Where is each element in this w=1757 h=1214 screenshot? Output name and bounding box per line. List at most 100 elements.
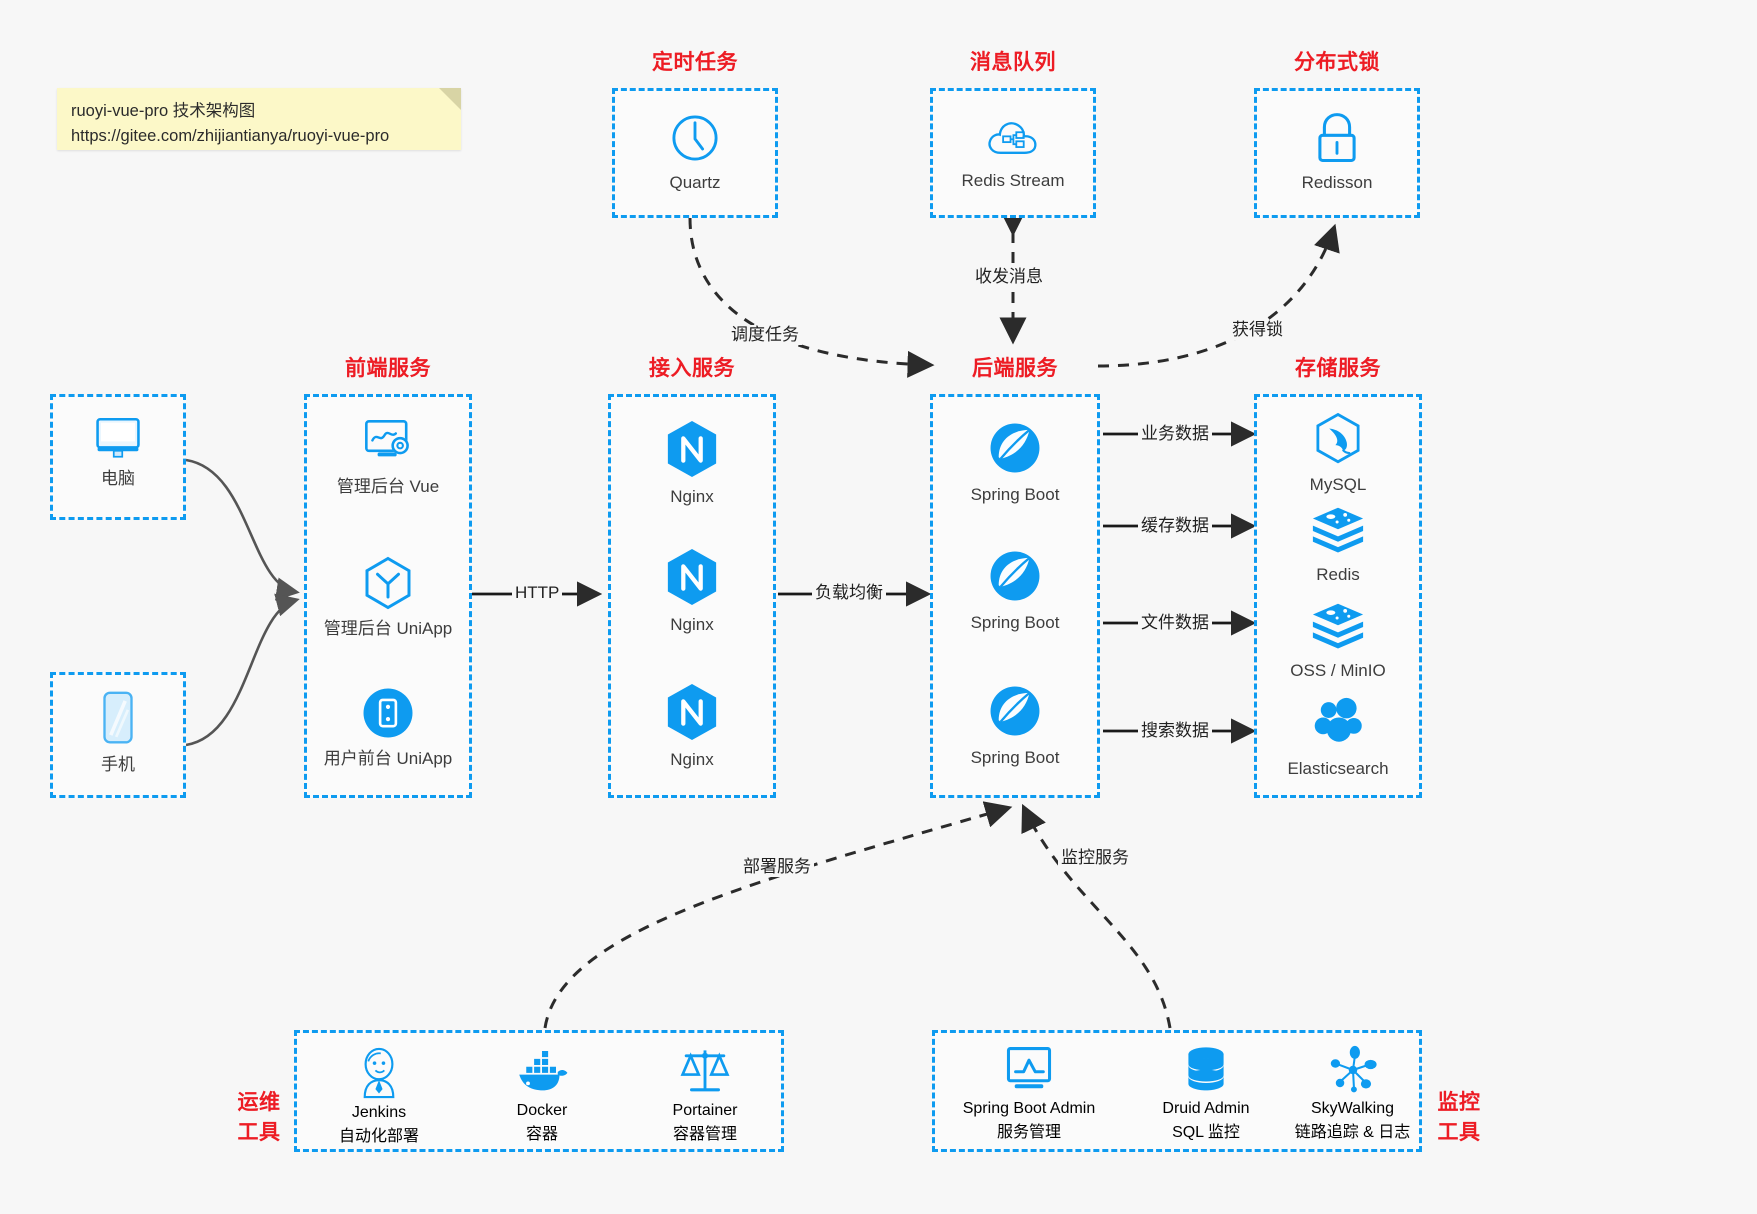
app-tile-icon [307,685,469,741]
group-caption-frontend: 前端服务 [345,357,431,380]
node-label: 管理后台 UniApp [323,619,453,638]
node-mobile[interactable]: 手机 [53,689,183,776]
scales-icon [679,1050,731,1101]
node-skywalking[interactable]: SkyWalking 链路追踪 & 日志 [1265,1045,1440,1142]
edge-label-deploy-service: 部署服务 [740,857,814,877]
mobile-phone-icon [53,689,183,747]
edge-label-schedule-task: 调度任务 [728,325,802,345]
node-sublabel: 链路追踪 & 日志 [1294,1124,1411,1141]
node-sublabel: 服务管理 [996,1124,1061,1141]
node-label: Spring Boot [970,748,1060,767]
edge-label-http: HTTP [512,583,563,603]
node-label: Redis Stream [961,171,1065,190]
elasticsearch-icon [1257,697,1419,751]
group-box-scheduler: Quartz [612,88,778,218]
group-box-gateway: Nginx Nginx Nginx [608,394,776,798]
edge-label-business-data: 业务数据 [1138,424,1212,444]
node-nginx-3[interactable]: Nginx [611,682,773,771]
node-admin-vue[interactable]: 管理后台 Vue [307,417,469,498]
devops-caption-line2: 工具 [237,1121,281,1144]
jenkins-butler-icon [354,1047,404,1103]
node-user-uniapp[interactable]: 用户前台 UniApp [307,685,469,770]
node-label: OSS / MinIO [1290,661,1386,680]
cube-icon [307,555,469,611]
node-jenkins[interactable]: Jenkins 自动化部署 [309,1047,449,1146]
spring-boot-icon [933,419,1097,477]
node-druid-admin[interactable]: Druid Admin SQL 监控 [1131,1045,1281,1142]
node-portainer[interactable]: Portainer 容器管理 [635,1045,775,1144]
node-label: Elasticsearch [1287,759,1389,778]
redis-stack-icon [1257,601,1419,653]
node-sublabel: SQL 监控 [1172,1124,1240,1141]
docker-whale-icon [514,1051,570,1101]
devops-caption-line1: 运维 [237,1091,281,1114]
node-label: 用户前台 UniApp [323,749,453,768]
edge-label-acquire-lock: 获得锁 [1229,320,1286,340]
group-box-backend: Spring Boot Spring Boot Spring Boot [930,394,1100,798]
node-spring-boot-1[interactable]: Spring Boot [933,419,1097,506]
node-label: Nginx [670,615,714,634]
group-box-lock: Redisson [1254,88,1420,218]
edge-label-file-data: 文件数据 [1138,613,1212,633]
node-redis[interactable]: Redis [1257,505,1419,586]
node-redisson[interactable]: Redisson [1257,111,1417,194]
database-cylinder-icon [1180,1047,1232,1099]
diagram-note: ruoyi-vue-pro 技术架构图 https://gitee.com/zh… [57,88,461,150]
group-caption-devops: 运维 工具 [228,1088,290,1148]
node-sublabel: 容器管理 [672,1126,737,1143]
node-label: 手机 [101,755,135,774]
spring-boot-icon [933,547,1097,605]
node-label: Druid Admin [1162,1100,1250,1117]
node-label: 电脑 [101,469,135,488]
spring-boot-icon [933,682,1097,740]
group-caption-backend: 后端服务 [972,357,1058,380]
node-sublabel: 容器 [525,1126,558,1143]
group-box-monitoring: Spring Boot Admin 服务管理 Druid Admin SQL 监… [932,1030,1422,1152]
node-label: MySQL [1309,475,1367,494]
mysql-dolphin-icon [1257,411,1419,467]
node-nginx-2[interactable]: Nginx [611,547,773,636]
cloud-stream-icon [933,113,1093,163]
node-elasticsearch[interactable]: Elasticsearch [1257,697,1419,780]
node-label: SkyWalking [1311,1100,1394,1117]
node-label: Docker [516,1102,568,1119]
group-box-client-desktop: 电脑 [50,394,186,520]
monitoring-caption-line1: 监控 [1437,1091,1481,1114]
node-docker[interactable]: Docker 容器 [472,1047,612,1144]
node-label: Nginx [670,487,714,506]
nginx-icon [611,547,773,607]
group-caption-mq: 消息队列 [970,51,1056,74]
node-admin-uniapp[interactable]: 管理后台 UniApp [307,555,469,640]
note-url: https://gitee.com/zhijiantianya/ruoyi-vu… [71,127,390,145]
group-caption-storage: 存储服务 [1295,357,1381,380]
edge-label-load-balance: 负载均衡 [812,583,886,603]
node-desktop[interactable]: 电脑 [53,415,183,490]
note-title: ruoyi-vue-pro 技术架构图 [71,102,256,120]
clock-icon [615,111,775,165]
node-redis-stream[interactable]: Redis Stream [933,113,1093,192]
node-label: Portainer [672,1102,738,1119]
edge-label-cache-data: 缓存数据 [1138,516,1212,536]
monitor-chart-icon [1002,1047,1056,1099]
node-quartz[interactable]: Quartz [615,111,775,194]
node-spring-boot-3[interactable]: Spring Boot [933,682,1097,769]
nginx-icon [611,419,773,479]
monitoring-caption-line2: 工具 [1437,1121,1481,1144]
edge-label-monitor-service: 监控服务 [1058,848,1132,868]
node-sublabel: 自动化部署 [338,1128,419,1145]
node-nginx-1[interactable]: Nginx [611,419,773,508]
node-oss-minio[interactable]: OSS / MinIO [1257,601,1419,682]
node-label: Spring Boot Admin [962,1100,1096,1117]
node-mysql[interactable]: MySQL [1257,411,1419,496]
edge-label-search-data: 搜索数据 [1138,721,1212,741]
node-spring-boot-admin[interactable]: Spring Boot Admin 服务管理 [939,1045,1119,1142]
group-caption-gateway: 接入服务 [649,357,735,380]
node-spring-boot-2[interactable]: Spring Boot [933,547,1097,634]
group-box-mq: Redis Stream [930,88,1096,218]
node-label: Quartz [669,173,721,192]
redis-stack-icon [1257,505,1419,557]
edge-label-send-receive-message: 收发消息 [972,267,1046,287]
node-label: Spring Boot [970,485,1060,504]
